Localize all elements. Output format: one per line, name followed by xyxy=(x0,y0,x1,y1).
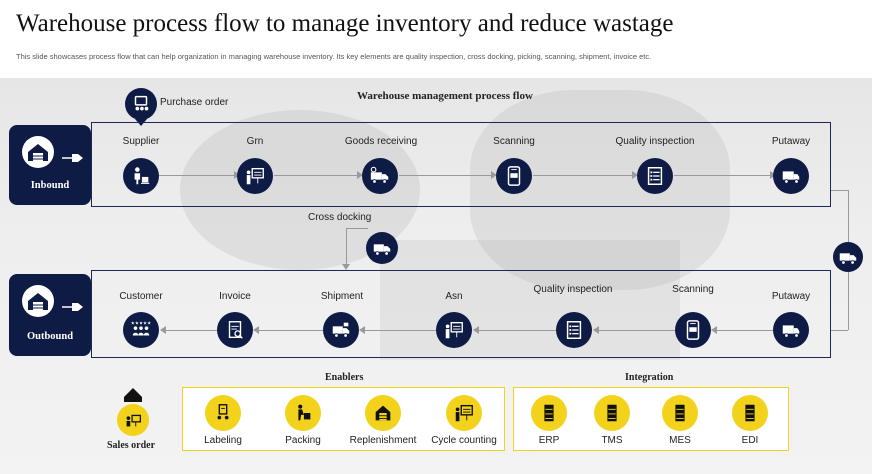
mes-server-icon xyxy=(662,395,698,431)
enablers-title: Enablers xyxy=(325,372,364,383)
page-title: Warehouse process flow to manage invento… xyxy=(16,10,674,37)
step-label-supplier: Supplier xyxy=(122,136,160,147)
step-label-scanning-outbound: Scanning xyxy=(672,284,714,295)
svg-text:★★★★★: ★★★★★ xyxy=(131,321,152,326)
inbound-lane xyxy=(91,122,831,207)
step-label-putaway-outbound: Putaway xyxy=(771,291,811,302)
cross-docking-truck-icon xyxy=(366,232,398,264)
purchase-order-icon xyxy=(125,88,157,120)
step-label-asn: Asn xyxy=(445,291,463,302)
enabler-label-replenishment: Replenishment xyxy=(349,435,417,446)
step-label-shipment: Shipment xyxy=(320,291,364,302)
step-label-quality-inspection-outbound: Quality inspection xyxy=(533,284,613,295)
integration-label-edi: EDI xyxy=(741,435,759,446)
enabler-label-cycle-counting: Cycle counting xyxy=(431,435,497,446)
checklist-icon xyxy=(637,158,673,194)
inbound-tag: Inbound xyxy=(9,125,91,205)
integration-label-mes: MES xyxy=(669,435,691,446)
truck-icon xyxy=(362,158,398,194)
step-label-invoice: Invoice xyxy=(219,291,251,302)
background-shape xyxy=(380,240,680,360)
checklist-icon xyxy=(556,312,592,348)
enabler-label-labeling: Labeling xyxy=(204,435,242,446)
tms-server-icon xyxy=(594,395,630,431)
scanner-icon xyxy=(496,158,532,194)
connector-truck-icon xyxy=(833,242,863,272)
diagram-title: Warehouse management process flow xyxy=(357,90,533,102)
enabler-label-packing: Packing xyxy=(285,435,321,446)
warehouse-icon xyxy=(21,135,61,169)
inbound-label: Inbound xyxy=(30,180,70,191)
step-label-customer: Customer xyxy=(119,291,163,302)
outbound-tag: Outbound xyxy=(9,274,91,356)
packing-icon xyxy=(285,395,321,431)
grn-icon xyxy=(237,158,273,194)
cross-docking-label: Cross docking xyxy=(308,212,372,223)
sales-order-icon xyxy=(117,404,149,436)
arrow-right-icon xyxy=(62,298,84,311)
step-label-putaway: Putaway xyxy=(771,136,811,147)
warehouse-icon xyxy=(21,284,61,318)
edi-server-icon xyxy=(732,395,768,431)
delivery-truck-icon xyxy=(773,158,809,194)
sales-order-label: Sales order xyxy=(107,440,156,451)
asn-icon xyxy=(436,312,472,348)
erp-server-icon xyxy=(531,395,567,431)
cycle-counting-icon xyxy=(446,395,482,431)
scanner-icon xyxy=(675,312,711,348)
customers-icon: ★★★★★ xyxy=(123,312,159,348)
delivery-truck-icon xyxy=(773,312,809,348)
invoice-icon xyxy=(217,312,253,348)
integration-title: Integration xyxy=(625,372,674,383)
replenishment-icon xyxy=(365,395,401,431)
labeling-icon xyxy=(205,395,241,431)
outbound-lane xyxy=(91,270,831,358)
step-label-scanning: Scanning xyxy=(493,136,535,147)
shipment-truck-icon xyxy=(323,312,359,348)
outbound-label: Outbound xyxy=(26,331,74,342)
supplier-icon xyxy=(123,158,159,194)
integration-label-tms: TMS xyxy=(601,435,623,446)
integration-label-erp: ERP xyxy=(538,435,560,446)
step-label-grn: Grn xyxy=(246,136,264,147)
arrow-right-icon xyxy=(62,149,84,162)
page-subtitle: This slide showcases process flow that c… xyxy=(16,52,652,61)
step-label-quality-inspection: Quality inspection xyxy=(615,136,695,147)
sales-order-roof-icon xyxy=(124,388,142,397)
step-label-goods-receiving: Goods receiving xyxy=(344,136,418,147)
purchase-order-label: Purchase order xyxy=(160,97,229,108)
